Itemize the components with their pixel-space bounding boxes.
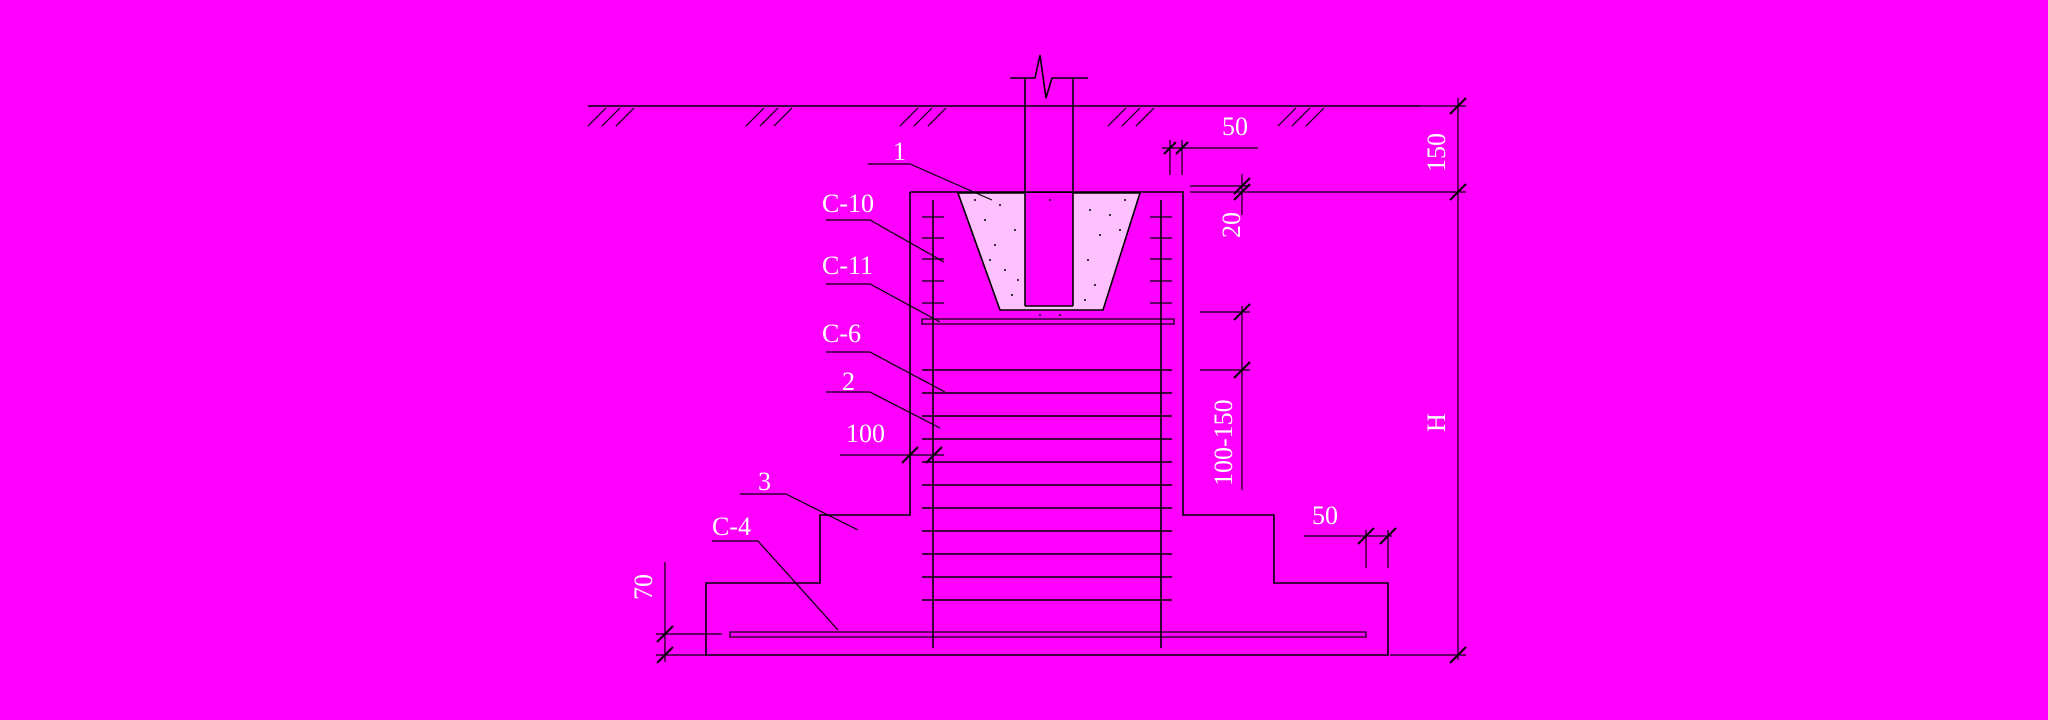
callout-c6-label: C-6 (822, 319, 861, 348)
foundation-outline (705, 191, 1389, 656)
callout-2-label: 2 (842, 367, 855, 396)
dimension-top-50: 50 (1222, 112, 1248, 141)
dimension-H: H (1422, 413, 1451, 432)
dimension-100-150: 100-150 (1209, 399, 1238, 486)
mesh-c11 (921, 318, 1175, 325)
grout-pocket (956, 192, 1142, 316)
ground-line (587, 105, 1420, 127)
dimension-bottom-right-50: 50 (1312, 501, 1338, 530)
dimension-bottom-left-70: 70 (629, 574, 658, 600)
callout-c10-label: C-10 (822, 189, 874, 218)
callout-c11-label: C-11 (822, 251, 873, 280)
callout-1-label: 1 (893, 137, 906, 166)
callout-c4-label: C-4 (712, 512, 751, 541)
dimension-20: 20 (1217, 212, 1246, 238)
callout-leaders (712, 163, 993, 631)
callout-3-label: 3 (758, 467, 771, 496)
dimension-left-100: 100 (846, 419, 885, 448)
horizontal-stirrups (922, 369, 1172, 601)
mesh-c4 (729, 631, 1367, 638)
dimension-lines (656, 97, 1467, 664)
dimension-150: 150 (1422, 133, 1451, 172)
